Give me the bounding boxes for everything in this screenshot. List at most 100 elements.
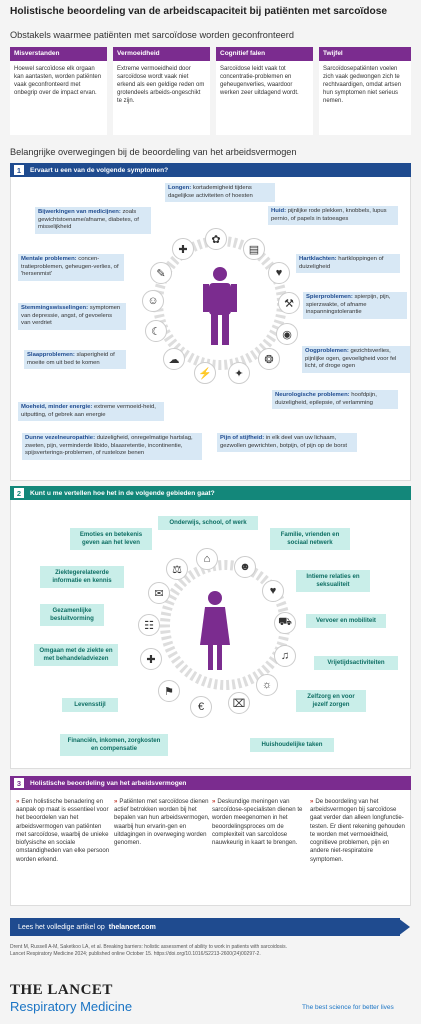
reference-line-2: Lancet Respiratory Medicine 2024; publis… [10,951,261,957]
symptom-desc: gezichtsverlies, pijnlijke ogen, gevoeli… [305,348,397,370]
symptom-fatigue: Moeheid, minder energie: extreme vermoei… [18,402,164,422]
chevron-right-icon: » [310,798,314,805]
section-1-header: 1 Ervaart u een van de volgende symptome… [10,163,411,177]
meeting-icon: ☷ [138,614,160,636]
obstacle-card: Misverstanden Hoewel sarcoïdose elk orga… [10,47,107,135]
symptom-eye: Oogproblemen: gezichtsverlies, pijnlijke… [302,346,410,374]
symptom-neuropathy: Dunne vezelneuropathie: duizeligheid, on… [22,433,202,461]
symptom-muscle: Spierproblemen: spierpijn, pijn, spierzw… [303,292,407,320]
medication-icon: ✚ [172,238,194,260]
considerations-heading: Belangrijke overwegingen bij de beoordel… [10,147,297,157]
balance-icon: ⚖ [166,558,188,580]
person-figure-icon [203,267,237,345]
fatigue-icon: ☁ [163,348,185,370]
symptom-heart: Hartklachten: hartkloppingen of duizelig… [296,254,400,274]
symptom-pain: Pijn of stijfheid: in elk deel van uw li… [217,433,357,453]
muscle-icon: ⚒ [278,292,300,314]
assessment-text: Deskundige meningen van sarcoïdose-speci… [212,798,303,847]
card-body: Sarcoïdose leidt vaak tot concentratie-p… [220,66,299,97]
reference-line-1: Drent M, Russell A-M, Saketkoo LA, et al… [10,944,288,950]
music-icon: ♫ [274,645,296,667]
section-number: 1 [13,164,25,176]
symptom-desc: spierpijn, pijn, spierzwakte, of afname … [306,294,391,316]
symptom-desc: hoofdpijn, duizeligheid, epilepsie, of v… [275,392,377,406]
card-body: Sarcoïdosepatiënten voelen zich vaak ged… [323,66,402,105]
symptom-key: Bijwerkingen van medicijnen: [38,209,121,215]
sleep-icon: ☾ [145,320,167,342]
symptom-key: Spierproblemen: [306,294,353,300]
area-leisure: Vrijetijdsactiviteiten [314,656,398,670]
symptom-sleep: Slaapproblemen: slaperigheid of moeite o… [24,350,126,370]
area-education: Onderwijs, school, of werk [158,516,258,530]
section-title: Holistische beoordeling van het arbeidsv… [30,779,187,787]
article-link[interactable]: Lees het volledige artikel op thelancet.… [10,918,400,936]
card-title: Cognitief falen [216,47,313,61]
area-finances: Financiën, inkomen, zorgkosten en compen… [60,734,168,756]
symptom-medication: Bijwerkingen van medicijnen: zoals gewic… [35,207,151,235]
money-icon: € [190,696,212,718]
selfcare-icon: ☼ [256,674,278,696]
obstacle-card: Vermoeidheid Extreme vermoeidheid door s… [113,47,210,135]
skin-icon: ▤ [243,238,265,260]
symptom-skin: Huid: pijnlijke rode plekken, knobbels, … [268,206,398,226]
pain-icon: ✦ [228,362,250,384]
link-text: Lees het volledige artikel op [18,923,105,931]
link-url[interactable]: thelancet.com [108,923,156,931]
assessment-point: »Een holistische benadering en aanpak op… [16,798,112,864]
area-transport: Vervoer en mobiliteit [306,614,386,628]
eye-icon: ◉ [276,323,298,345]
section-2-header: 2 Kunt u me vertellen hoe het in de volg… [10,486,411,500]
mental-icon: ✎ [150,262,172,284]
symptom-key: Mentale problemen: [21,256,77,262]
section-number: 3 [13,777,25,789]
cleaning-icon: ⌧ [228,692,250,714]
heart-icon: ♥ [268,262,290,284]
symptom-key: Dunne vezelneuropathie: [25,435,96,441]
page-title: Holistische beoordeling van de arbeidsca… [10,6,388,17]
person-figure-icon [200,591,230,670]
area-family: Familie, vrienden en sociaal netwerk [270,528,350,550]
mood-icon: ☺ [142,290,164,312]
assessment-text: Patiënten met sarcoïdose dienen actief b… [114,798,210,847]
symptom-key: Slaapproblemen: [27,352,75,358]
assessment-point: »Deskundige meningen van sarcoïdose-spec… [212,798,308,847]
school-icon: ⌂ [196,548,218,570]
symptom-key: Moeheid, minder energie: [21,404,93,410]
area-lifestyle: Levensstijl [62,698,118,712]
symptom-mood: Stemmingswisselingen: symptomen van depr… [18,303,126,331]
car-icon: ⛟ [274,612,296,634]
chevron-right-icon: » [114,798,118,805]
section-3-header: 3 Holistische beoordeling van het arbeid… [10,776,411,790]
obstacles-heading: Obstakels waarmee patiënten met sarcoïdo… [10,30,294,40]
info-icon: ✉ [148,582,170,604]
symptom-lungs: Longen: kortademigheid tijdens dagelijks… [165,183,275,203]
area-selfcare: Zelfzorg en voor jezelf zorgen [296,690,366,712]
obstacle-card: Cognitief falen Sarcoïdose leidt vaak to… [216,47,313,135]
section-number: 2 [13,487,25,499]
symptom-key: Huid: [271,208,287,214]
area-household: Huishoudelijke taken [250,738,334,752]
assessment-point: »De beoordeling van het arbeidsvermogen … [310,798,406,864]
treatment-icon: ✚ [140,648,162,670]
chevron-right-icon: » [212,798,216,805]
symptom-key: Longen: [168,185,192,191]
symptom-key: Stemmingswisselingen: [21,305,89,311]
area-emotions: Emoties en betekenis geven aan het leven [70,528,152,550]
relationship-icon: ♥ [262,580,284,602]
assessment-text: Een holistische benadering en aanpak op … [16,798,110,863]
journal-name: Respiratory Medicine [10,999,133,1014]
symptom-desc: slaperigheid of moeite om uit bed te kom… [27,352,115,366]
symptom-desc: concen-tratieproblemen, geheugen-verlies… [21,256,119,278]
area-disease-info: Ziektegerelateerde informatie en kennis [40,566,124,588]
chevron-right-icon: » [16,798,20,805]
arrow-right-icon [398,918,410,936]
card-title: Misverstanden [10,47,107,61]
exercise-icon: ⚑ [158,680,180,702]
symptom-desc: hartkloppingen of duizeligheid [299,256,384,270]
symptom-neuro: Neurologische problemen: hoofdpijn, duiz… [272,390,398,410]
area-coping: Omgaan met de ziekte en met behandeladvi… [34,644,118,666]
symptom-key: Oogproblemen: [305,348,349,354]
obstacle-card: Twijfel Sarcoïdosepatiënten voelen zich … [319,47,411,135]
symptom-desc: zoals gewichtstoename/afname, diabetes, … [38,209,139,231]
symptom-key: Pijn of stijfheid: [220,435,265,441]
